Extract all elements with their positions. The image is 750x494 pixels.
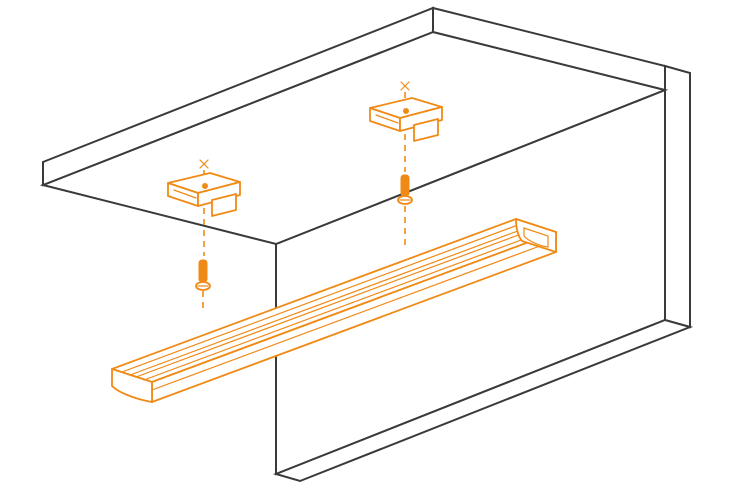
profile-channel-line-1 <box>121 221 527 373</box>
clip-right-groove <box>375 114 399 124</box>
clip-left-cross-b <box>199 159 209 169</box>
cabinet-right-wall-outer <box>664 64 691 329</box>
profile-channel-line-3 <box>135 226 541 378</box>
clip-left-hole <box>202 183 208 189</box>
clip-left-side <box>197 181 241 207</box>
mounting-clip-right <box>369 81 443 245</box>
profile-front-inner-line <box>151 239 557 391</box>
clip-left-tab <box>211 193 237 217</box>
mounting-clip-icon <box>369 97 443 142</box>
cabinet-front-bottom-edge <box>272 318 694 483</box>
screw-right-shank <box>400 174 410 197</box>
profile-channel-line-4 <box>143 229 549 381</box>
profile-channel-line-2 <box>129 224 535 376</box>
screw-icon <box>195 259 211 291</box>
clip-right-side <box>399 106 443 132</box>
clip-right-cross-b <box>400 81 410 91</box>
clip-right-tab <box>413 118 439 142</box>
screw-icon <box>397 174 413 205</box>
led-profile-icon <box>111 218 557 403</box>
clip-left-groove <box>173 189 197 199</box>
profile-left-end <box>111 368 153 403</box>
profile-end-section <box>515 218 557 253</box>
mounting-clip-left <box>167 159 241 310</box>
mounting-clip-icon <box>167 172 241 217</box>
clip-right-hole <box>403 108 409 114</box>
cabinet-icon <box>39 6 694 483</box>
profile-end-channel <box>523 227 549 248</box>
screw-left-shank <box>198 259 208 283</box>
